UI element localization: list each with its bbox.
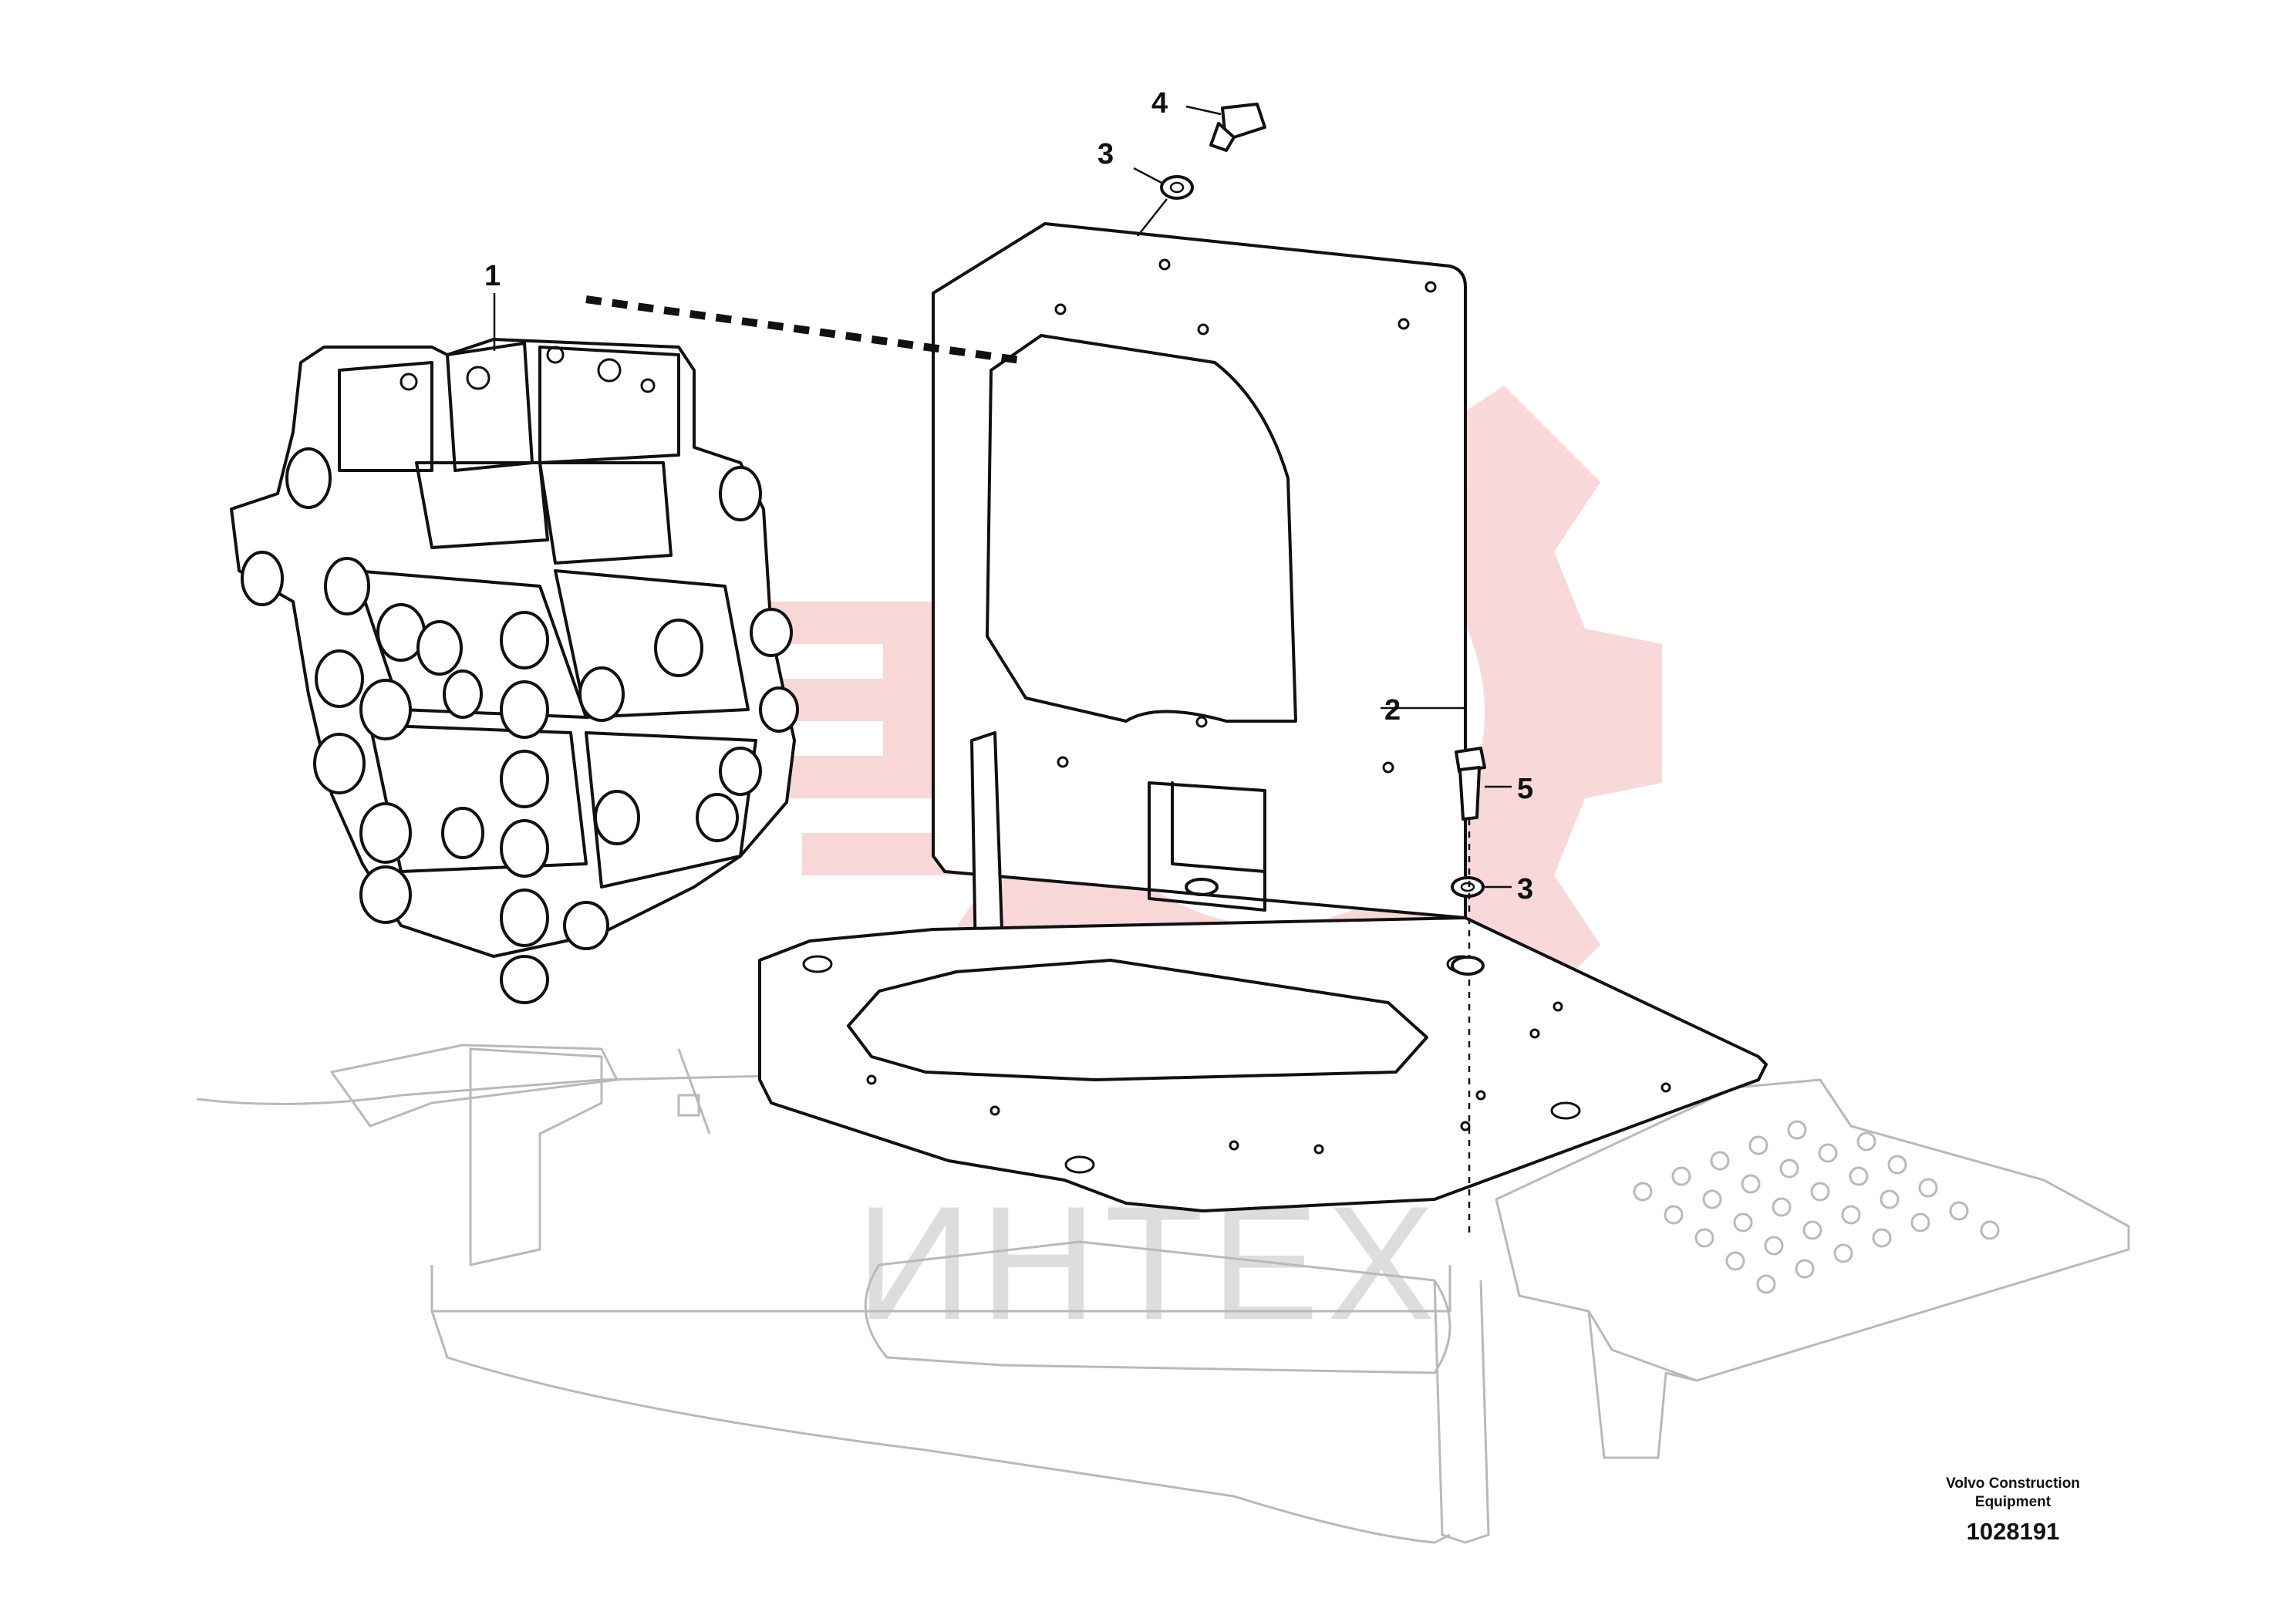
part-3-washer-top bbox=[1160, 175, 1194, 200]
part-3-washer-right bbox=[1451, 876, 1485, 898]
callout-3-right: 3 bbox=[1517, 873, 1533, 905]
leader-bolt-to-bracket bbox=[1137, 198, 1168, 237]
figure-number: 1028191 bbox=[1967, 1518, 2060, 1545]
callout-2: 2 bbox=[1384, 694, 1401, 727]
part-2-mounting-bracket bbox=[932, 222, 1467, 962]
alignment-dashed-line bbox=[585, 295, 1027, 365]
callout-1: 1 bbox=[484, 260, 501, 292]
callout-5: 5 bbox=[1517, 773, 1533, 805]
company-name-line1: Volvo Construction bbox=[1946, 1475, 2080, 1492]
callout-4: 4 bbox=[1151, 87, 1168, 120]
valve-fittings bbox=[241, 447, 799, 1004]
base-plate-bolt-hole bbox=[1451, 956, 1485, 976]
callout-3-top: 3 bbox=[1097, 138, 1114, 170]
part-1-control-valve bbox=[230, 338, 799, 1004]
frame-ghost-outline bbox=[196, 1044, 2130, 1544]
part-4-bolt bbox=[1209, 103, 1266, 152]
part-5-bolt bbox=[1455, 747, 1486, 821]
company-name-line2: Equipment bbox=[1975, 1494, 2052, 1510]
callout-leaders bbox=[493, 105, 1512, 889]
base-plate bbox=[758, 916, 1768, 1212]
